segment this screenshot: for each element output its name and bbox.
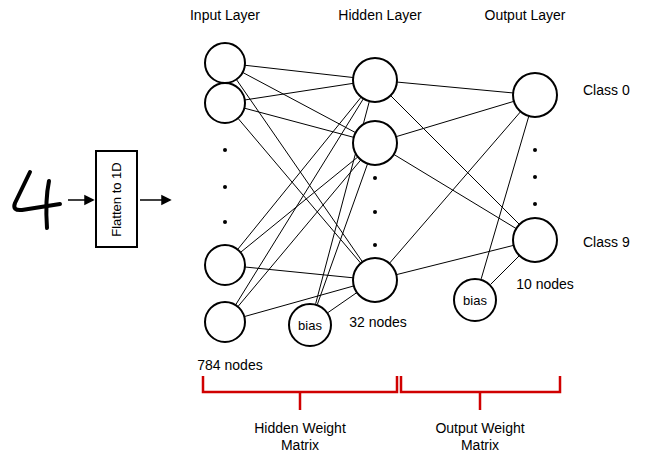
- node-text: Flatten to 1D: [109, 162, 124, 236]
- weight-connections: [236, 65, 529, 316]
- weight-line: [245, 65, 353, 77]
- neurons: [205, 43, 557, 342]
- weight-line: [236, 99, 364, 305]
- layer-title: Hidden Layer: [338, 7, 421, 24]
- weight-line: [238, 118, 361, 263]
- matrix-label: Output Weight Matrix: [425, 420, 535, 454]
- ellipsis-dot: [223, 185, 227, 189]
- output-neuron: [513, 218, 557, 262]
- hidden-neuron: [353, 121, 397, 165]
- weight-line: [244, 108, 353, 137]
- handwritten-digit: [14, 172, 60, 228]
- ellipsis-dot: [373, 243, 377, 247]
- weight-line: [241, 157, 358, 252]
- weight-line: [391, 96, 520, 225]
- matrix-label: Hidden Weight Matrix: [245, 420, 355, 454]
- weight-line: [389, 112, 520, 264]
- output-neuron: [513, 73, 557, 117]
- input-neuron: [205, 83, 245, 123]
- weight-line: [396, 245, 513, 274]
- weight-line: [328, 293, 357, 313]
- ellipsis-dot: [223, 220, 227, 224]
- weight-line: [394, 154, 516, 228]
- hidden-neuron: [353, 258, 397, 302]
- input-neuron: [205, 302, 245, 342]
- weight-line: [245, 267, 353, 278]
- input-neuron: [205, 245, 245, 285]
- weight-line: [236, 79, 362, 261]
- ellipsis-dot: [533, 175, 537, 179]
- bias-node: bias: [288, 303, 332, 347]
- weight-line: [397, 82, 513, 93]
- weight-line: [238, 97, 362, 249]
- node-count: 10 nodes: [516, 276, 574, 293]
- ellipsis-dot: [373, 210, 377, 214]
- layer-title: Input Layer: [190, 7, 260, 24]
- bias-node: bias: [453, 278, 497, 322]
- node-count: 784 nodes: [197, 357, 262, 374]
- ellipsis-dot: [533, 148, 537, 152]
- node-count: 32 nodes: [349, 314, 407, 331]
- hidden-neuron: [353, 58, 397, 102]
- weight-line: [243, 72, 356, 132]
- input-neuron: [205, 43, 245, 83]
- class-label: Class 0: [583, 82, 630, 99]
- class-label: Class 9: [583, 234, 630, 251]
- weight-line: [245, 83, 353, 100]
- ellipsis-dot: [533, 202, 537, 206]
- node-text: bias: [463, 293, 487, 308]
- ellipsis-dot: [373, 176, 377, 180]
- ellipsis-dots: [223, 148, 537, 247]
- flatten-box: Flatten to 1D: [95, 150, 138, 248]
- node-text: bias: [298, 318, 322, 333]
- weight-line: [396, 101, 514, 136]
- weight-line: [491, 256, 520, 285]
- ellipsis-dot: [223, 148, 227, 152]
- layer-title: Output Layer: [485, 7, 566, 24]
- weight-brackets: [203, 376, 560, 410]
